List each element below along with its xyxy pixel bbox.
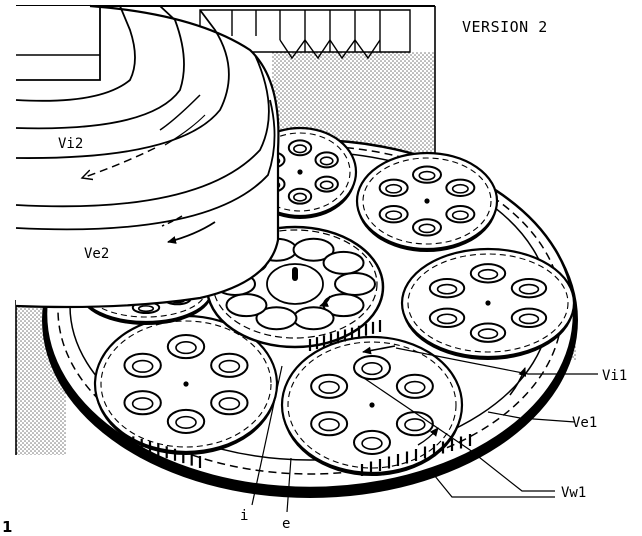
rotation-arrow-center (319, 295, 331, 307)
workpiece-hole (314, 151, 339, 169)
workpiece-hole (166, 334, 206, 360)
carrier-disk (280, 335, 464, 476)
workpiece-hole (166, 408, 206, 434)
sun-hole (322, 250, 365, 275)
carrier-disk (355, 151, 499, 252)
rotation-arrow-ve2 (167, 221, 216, 244)
workpiece-hole (510, 277, 548, 299)
label-ve1: Ve1 (572, 415, 597, 431)
carrier-disk (400, 247, 576, 360)
carrier-disk (93, 314, 279, 455)
workpiece-hole (353, 429, 391, 455)
disk-center (485, 300, 491, 306)
workpiece-hole (123, 390, 162, 416)
sun-hole (334, 272, 376, 296)
label-ve2: Ve2 (84, 246, 109, 262)
workpiece-hole (123, 352, 162, 378)
rotation-arrow-vi2 (82, 147, 156, 178)
workpiece-hole (428, 277, 466, 299)
rotation-arrow-lower (417, 427, 439, 446)
leader-lines (251, 347, 598, 513)
workpiece-hole (287, 139, 313, 157)
hub-key (292, 267, 298, 281)
tooth-row (123, 434, 202, 468)
workpiece-hole (378, 178, 409, 197)
workpiece-hole (445, 205, 476, 224)
hub (266, 263, 324, 305)
label-vi2: Vi2 (58, 136, 83, 152)
workpiece-hole (353, 355, 391, 381)
rear-rail (199, 9, 411, 60)
version-title: VERSION 2 (462, 18, 548, 36)
workpiece-hole (310, 411, 349, 437)
gear-teeth (123, 320, 472, 476)
tooth-row (360, 434, 472, 476)
workpiece-hole (412, 165, 442, 184)
label-vw1: Vw1 (561, 485, 586, 501)
workpiece-hole (412, 218, 442, 237)
label-e: e (282, 516, 290, 532)
upper-plate (15, 4, 280, 309)
label-vi1: Vi1 (602, 368, 627, 384)
workpiece-hole (510, 307, 548, 329)
workpiece-hole (469, 263, 507, 284)
label-i: i (240, 508, 248, 524)
workpiece-hole (378, 205, 409, 224)
rotation-arrow-ve1 (509, 367, 527, 396)
figure-number: 1 (2, 518, 12, 536)
sun-hole (292, 237, 335, 262)
sun-hole (292, 306, 335, 331)
workpiece-hole (287, 187, 313, 205)
disk-center (183, 381, 189, 387)
workpiece-hole (395, 373, 434, 399)
workpiece-hole (428, 307, 466, 329)
workpiece-hole (210, 352, 249, 378)
disk-center (424, 198, 430, 204)
workpiece-hole (314, 175, 339, 193)
workpiece-carriers (78, 126, 576, 476)
tooth-row (308, 320, 382, 351)
disk-center (369, 402, 375, 408)
workpiece-hole (310, 373, 349, 399)
workpiece-hole (469, 322, 507, 343)
workpiece-hole (395, 411, 434, 437)
disk-center (297, 169, 303, 175)
workpiece-hole (445, 178, 476, 197)
sun-hole (225, 293, 268, 318)
sun-hole (255, 306, 298, 331)
workpiece-hole (210, 390, 249, 416)
rotation-arrow-disk (362, 345, 396, 355)
